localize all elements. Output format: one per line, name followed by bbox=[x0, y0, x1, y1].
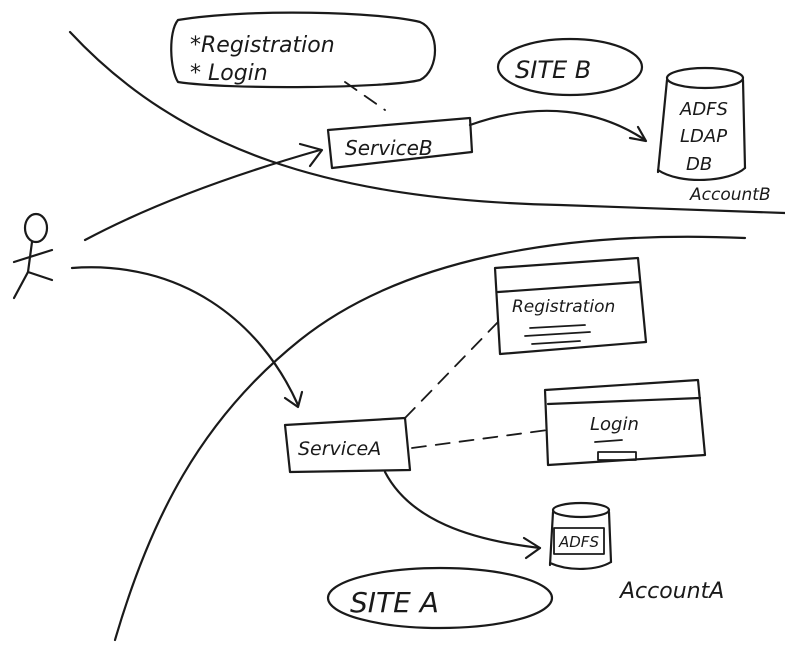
user-to-service-a-arrow bbox=[70, 266, 300, 407]
login-page-box bbox=[543, 378, 707, 467]
service-a-box bbox=[283, 416, 412, 474]
service-a-to-db-arrow bbox=[383, 470, 542, 550]
user-to-service-b-arrow bbox=[83, 148, 322, 242]
note-to-service-b-dashed-line bbox=[344, 81, 386, 111]
site-a-boundary-curve bbox=[113, 235, 747, 642]
registration-form-lines bbox=[524, 324, 591, 345]
service-a-label: ServiceA bbox=[298, 438, 381, 460]
user-to-service-a-arrowhead bbox=[283, 390, 304, 409]
site-a-label: SITE A bbox=[350, 586, 439, 619]
note-item-login: * Login bbox=[190, 61, 268, 86]
db-a-label-box bbox=[553, 527, 605, 555]
service-a-to-login-dashed-line bbox=[411, 429, 549, 449]
note-item-registration: *Registration bbox=[190, 33, 335, 58]
service-b-to-db-arrowhead bbox=[628, 125, 648, 143]
db-cylinder-a bbox=[548, 501, 613, 571]
service-b-to-db-arrow bbox=[468, 109, 647, 142]
site-a-ellipse bbox=[326, 566, 554, 630]
note-bubble bbox=[170, 11, 437, 89]
service-a-to-db-arrowhead bbox=[522, 536, 542, 560]
registration-page-box bbox=[493, 256, 648, 356]
db-b-line-db: DB bbox=[686, 154, 712, 175]
user-stick-figure-icon bbox=[12, 212, 54, 300]
site-b-ellipse bbox=[496, 37, 644, 97]
db-b-line-adfs: ADFS bbox=[679, 99, 728, 120]
site-b-label: SITE B bbox=[515, 56, 591, 84]
account-b-label: AccountB bbox=[689, 185, 771, 205]
user-to-service-b-arrowhead bbox=[298, 142, 324, 168]
db-cylinder-b bbox=[656, 66, 747, 181]
login-form-elements bbox=[594, 439, 637, 461]
site-b-boundary-curve bbox=[68, 30, 785, 215]
login-page-label: Login bbox=[590, 414, 639, 435]
db-a-label: ADFS bbox=[558, 533, 599, 551]
account-a-label: AccountA bbox=[618, 579, 724, 604]
service-b-label: ServiceB bbox=[345, 136, 433, 160]
service-a-to-registration-dashed-line bbox=[404, 321, 499, 419]
registration-page-label: Registration bbox=[512, 297, 615, 317]
db-b-line-ldap: LDAP bbox=[680, 126, 727, 147]
service-b-box bbox=[326, 116, 474, 170]
